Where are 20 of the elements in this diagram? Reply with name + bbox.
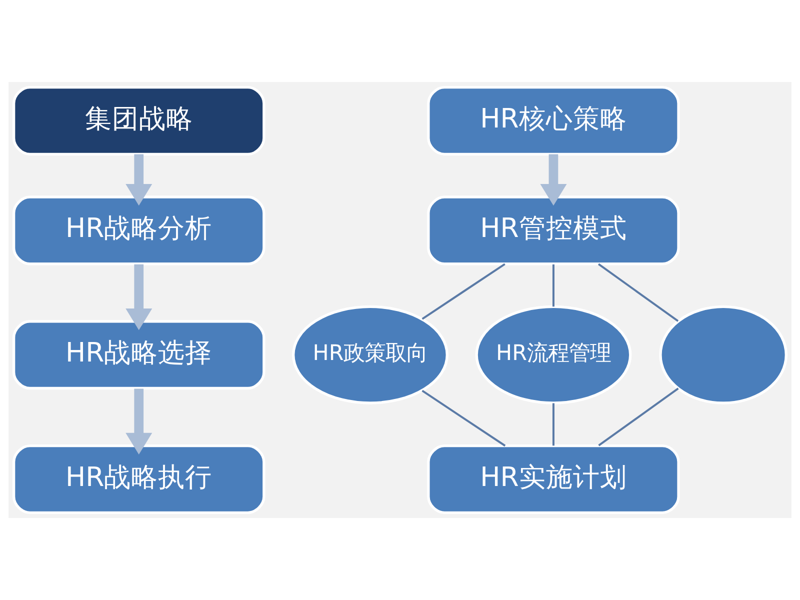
node-box: HR管控模式 [427,196,680,266]
node-box: 集团战略 [12,86,266,156]
node-box: HR战略选择 [12,320,266,390]
connector [598,263,679,322]
node-circle [659,305,788,404]
connector [422,263,506,320]
node-box: HR核心策略 [427,86,680,156]
connector [552,403,554,446]
connector [598,388,679,446]
node-ellipse: HR政策取向 [292,305,448,404]
node-box: HR实施计划 [427,444,680,514]
connector [422,390,506,447]
arrow [126,264,152,330]
arrow [540,154,567,206]
node-box: HR战略分析 [12,196,266,266]
arrow [126,388,152,455]
connector [552,264,554,307]
arrow [126,154,152,206]
node-ellipse: HR流程管理 [475,305,632,404]
node-box: HR战略执行 [12,444,266,514]
